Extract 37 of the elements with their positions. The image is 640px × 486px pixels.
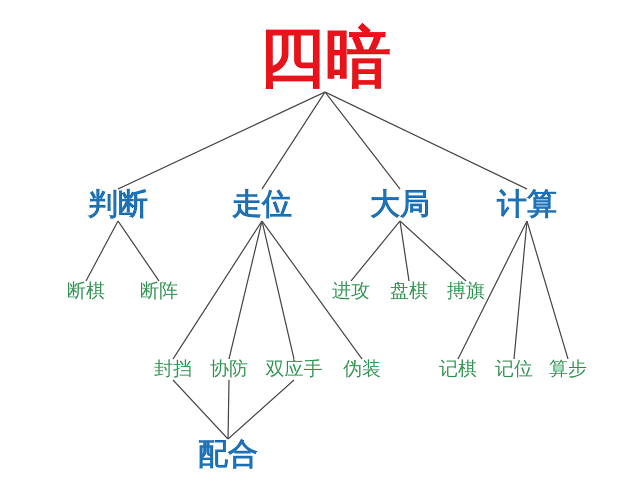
node-label: 计算 [497,190,557,220]
connector-line [261,92,326,190]
connector-line [172,220,263,360]
node-label: 进攻 [332,282,370,301]
node-label: 协防 [210,360,248,379]
node-label: 断阵 [140,282,178,301]
connector-line [526,220,569,360]
connector-line [324,91,528,190]
node-label: 判断 [88,190,148,220]
node-label: 记棋 [439,360,477,379]
node-label: 封挡 [154,360,192,379]
connector-line [172,380,228,440]
connector-line [261,220,363,360]
node-label: 伪装 [343,360,381,379]
node-label: 断棋 [67,282,105,301]
connector-line [457,220,528,360]
connector-line [324,92,401,190]
connector-line [400,220,466,282]
node-label: 记位 [495,360,533,379]
node-label: 盘棋 [390,282,428,301]
connector-line [399,220,410,282]
connector-line [228,220,263,360]
node-label: 大局 [370,190,430,220]
connector-line [350,220,400,282]
node-label: 走位 [232,190,292,220]
node-label: 双应手 [266,360,322,379]
connector-line [261,220,295,360]
connector-line [117,220,160,282]
node-label: 四暗 [259,25,391,91]
node-label: 搏旗 [447,282,485,301]
node-label: 配合 [198,440,258,470]
connector-line [85,220,119,282]
node-label: 算步 [549,360,587,379]
connector-line [227,380,230,440]
connector-line [513,220,528,360]
connector-line [228,380,294,440]
connector-line [118,91,326,190]
